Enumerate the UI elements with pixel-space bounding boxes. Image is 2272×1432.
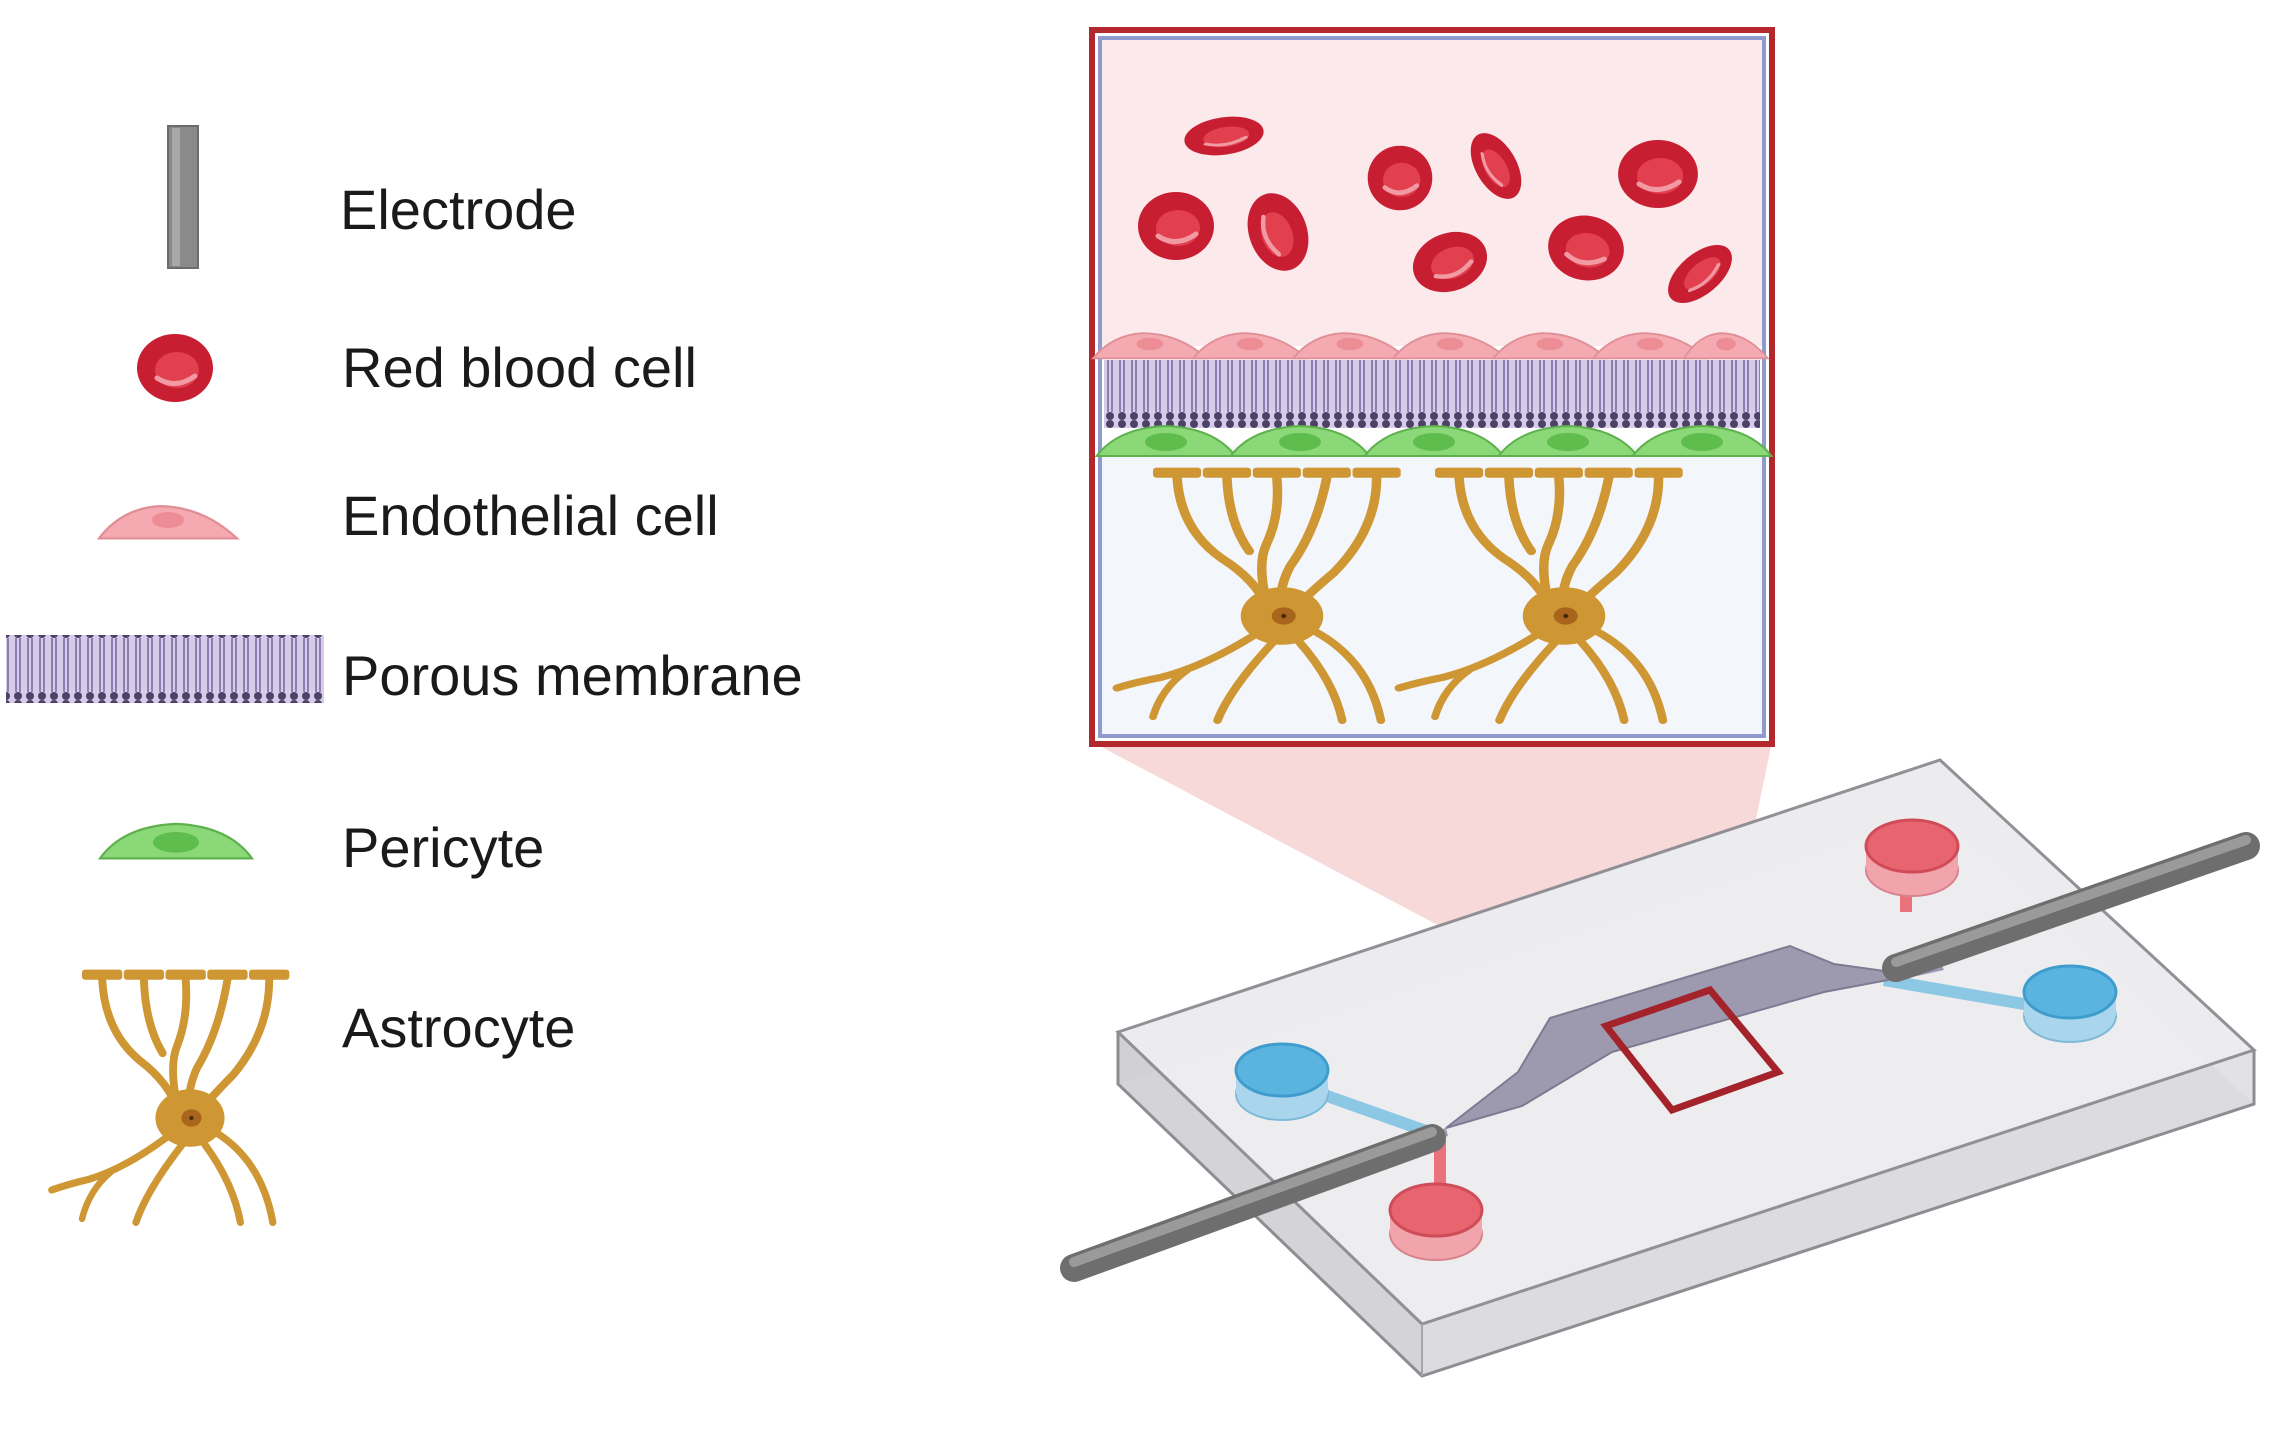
legend-label-porous-membrane: Porous membrane — [342, 644, 803, 707]
brain-region — [1102, 446, 1762, 734]
red-outlet-left — [1388, 1182, 1484, 1261]
blue-inlet-left — [1234, 1042, 1330, 1121]
legend-label-astrocyte: Astrocyte — [342, 996, 576, 1059]
legend — [6, 125, 324, 1223]
red-blood-cell-icon — [137, 334, 213, 402]
pericyte-layer — [1095, 424, 1773, 458]
porous-membrane-icon — [6, 635, 324, 703]
endothelial-cell-icon — [97, 505, 239, 540]
red-inlet-right — [1864, 818, 1960, 897]
legend-label-endothelial-cell: Endothelial cell — [342, 484, 719, 547]
microfluidic-chip — [1060, 742, 2260, 1378]
electrode-icon — [167, 125, 199, 269]
astrocyte-icon — [52, 970, 290, 1223]
legend-label-pericyte: Pericyte — [342, 816, 545, 879]
electrode-right — [1882, 832, 2260, 982]
legend-label-electrode: Electrode — [340, 178, 577, 241]
porous-membrane-layer — [1104, 360, 1760, 428]
zoom-inset — [1089, 27, 1775, 747]
legend-label-red-blood-cell: Red blood cell — [342, 336, 697, 399]
electrode-left — [1060, 1124, 1446, 1282]
blue-outlet-right — [2022, 964, 2118, 1043]
zoom-region-box — [1600, 985, 1784, 1115]
pericyte-icon — [98, 822, 254, 860]
